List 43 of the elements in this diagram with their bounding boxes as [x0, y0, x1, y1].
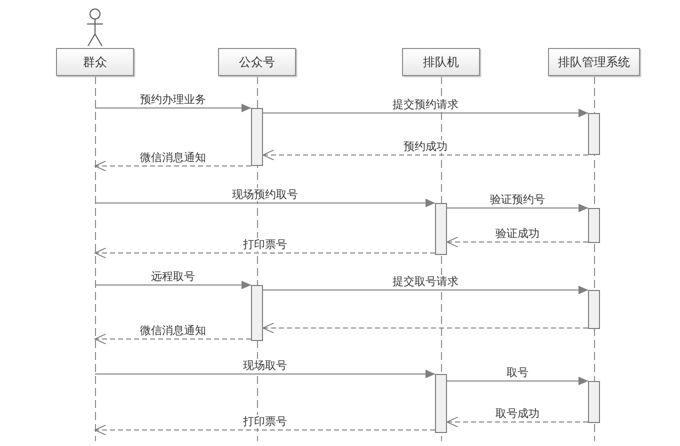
message-arrow: [94, 281, 252, 289]
edge-label: 远程取号: [149, 270, 197, 283]
message-arrow: [262, 322, 588, 334]
edge-label: 打印票号: [241, 238, 289, 251]
edge-label: 验证成功: [494, 227, 542, 240]
message-arrow: [94, 160, 252, 172]
edge-label: 验证预约号: [488, 193, 547, 206]
activation-bar: [588, 381, 600, 423]
edge-label: 微信消息通知: [138, 324, 208, 337]
edge-label: 现场取号: [241, 359, 289, 372]
participant-box: 公众号: [218, 48, 296, 76]
edge-label: 提交预约请求: [390, 98, 460, 111]
message-arrow: [94, 248, 436, 258]
edge-label: 预约成功: [402, 140, 450, 153]
edge-label: 取号成功: [494, 407, 542, 420]
activation-bar: [588, 208, 600, 243]
activation-bar: [435, 203, 447, 255]
message-arrow: [446, 416, 588, 428]
message-arrow: [446, 236, 588, 248]
participant-box: 排队机: [402, 48, 480, 76]
activation-bar: [251, 108, 263, 166]
message-arrow: [262, 286, 588, 294]
edge-label: 微信消息通知: [138, 151, 208, 164]
activation-bar: [588, 290, 600, 329]
activation-bar: [251, 285, 263, 341]
edge-label: 取号: [504, 366, 530, 379]
message-arrow: [94, 370, 436, 378]
message-arrow: [446, 377, 588, 385]
message-arrow: [94, 424, 436, 436]
activation-bar: [435, 374, 447, 433]
message-arrow: [262, 150, 588, 160]
participant-box: 群众: [56, 48, 134, 76]
participant-box: 排队管理系统: [548, 48, 640, 76]
message-arrow: [262, 109, 588, 117]
edge-label: 预约办理业务: [138, 93, 208, 106]
edge-label: 提交取号请求: [390, 275, 460, 288]
activation-bar: [588, 113, 600, 155]
message-arrow: [94, 104, 252, 112]
edge-label: 打印票号: [241, 415, 289, 428]
message-arrow: [446, 204, 588, 212]
message-arrow: [94, 334, 252, 344]
message-arrow: [94, 199, 436, 207]
edge-label: 现场预约取号: [230, 188, 300, 201]
